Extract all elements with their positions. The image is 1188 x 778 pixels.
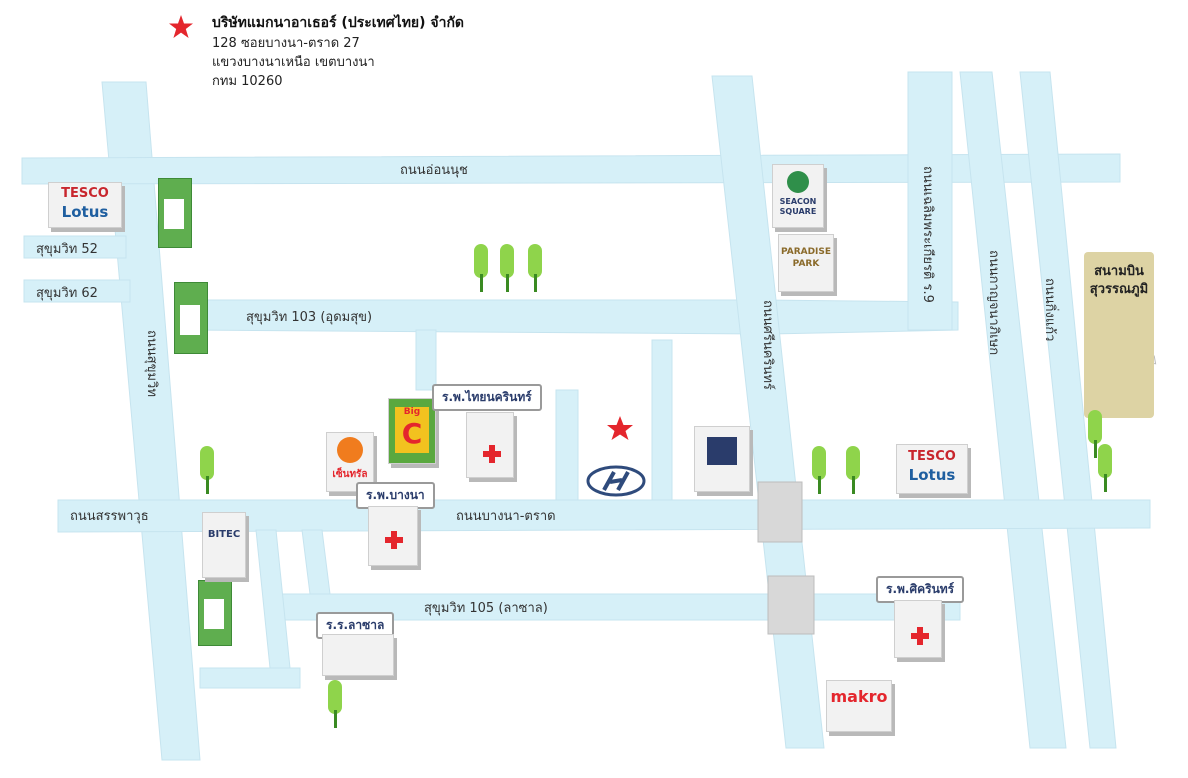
central-building: เซ็นทรัล [326, 432, 374, 492]
road-soi [555, 389, 579, 501]
tree-icon [1098, 444, 1112, 494]
label-chaloem-phrakiat: ถนนเฉลิมพระเกียรติ ร.9 [920, 166, 936, 303]
big-c-letter: C [401, 417, 423, 450]
airport-name-line1: สนามบิน [1094, 264, 1144, 279]
road-connector-south [199, 667, 301, 689]
tree-icon [200, 446, 214, 496]
label-king-kaeo: ถนนกิ่งแก้ว [1042, 278, 1059, 341]
office-building [694, 426, 750, 492]
company-location-star-icon [607, 416, 633, 440]
tesco-logo-text: TESCO [61, 186, 109, 201]
bitec-building: BITEC [202, 512, 246, 578]
red-cross-icon [483, 445, 501, 463]
red-cross-icon [385, 531, 403, 549]
central-text: เซ็นทรัล [332, 469, 368, 480]
label-sukhumvit-52: สุขุมวิท 52 [36, 242, 98, 257]
road-sukhumvit-52 [23, 235, 127, 259]
tree-icon [812, 446, 826, 496]
big-c-brand-text: Big [403, 407, 421, 417]
road-soi [415, 329, 437, 391]
suvarnabhumi-airport: สนามบิน สุวรรณภูมิ [1084, 252, 1154, 418]
address-line-1: 128 ซอยบางนา-ตราด 27 [212, 36, 360, 51]
paradise-text: PARADISE [780, 247, 832, 257]
thainakarin-hospital-building [466, 412, 514, 478]
label-kanchanaphisek: ถนนกาญจนาภิเษก [986, 250, 1001, 355]
tree-icon [528, 244, 542, 294]
label-sanphawut: ถนนสรรพาวุธ [70, 509, 149, 524]
label-sukhumvit-105: สุขุมวิท 105 (ลาซาล) [424, 601, 548, 616]
park-text: PARK [792, 259, 820, 269]
lotus-logo-text: Lotus [61, 203, 109, 221]
bitec-text: BITEC [207, 529, 241, 540]
bts-station-icon [174, 282, 208, 354]
road-chaloem-phrakiat [907, 71, 953, 331]
tree-icon [328, 680, 342, 730]
tesco-lotus-building-west: TESCO Lotus [48, 182, 122, 228]
tree-icon [846, 446, 860, 496]
label-sukhumvit-main: ถนนสุขุมวิท [144, 330, 159, 397]
road-soi [651, 339, 673, 501]
star-icon [169, 15, 193, 38]
company-name: บริษัทแมกนาอาเธอร์ (ประเทศไทย) จำกัด [212, 15, 465, 31]
bangna-hospital-label: ร.พ.บางนา [356, 482, 435, 509]
bts-station-icon [158, 178, 192, 248]
airport-name-line2: สุวรรณภูมิ [1089, 282, 1149, 297]
big-c-building: Big C [388, 398, 436, 464]
label-bangna-trad: ถนนบางนา-ตราด [456, 509, 556, 524]
road-soi [255, 529, 291, 669]
label-on-nut: ถนนอ่อนนุช [400, 163, 468, 178]
makro-building: makro [826, 680, 892, 732]
hyundai-logo-icon [586, 465, 646, 497]
tree-icon [500, 244, 514, 294]
road-sukhumvit-62 [23, 279, 131, 303]
label-sukhumvit-62: สุขุมวิท 62 [36, 286, 98, 301]
sikarin-hospital-label: ร.พ.ศิครินทร์ [876, 576, 965, 603]
lotus-logo-text: Lotus [908, 466, 956, 484]
seacon-text: SEACON [779, 197, 817, 206]
thainakarin-hospital-label: ร.พ.ไทยนครินทร์ [432, 384, 542, 411]
seacon-square-building: SEACON SQUARE [772, 164, 824, 228]
road-soi [301, 529, 331, 595]
label-sukhumvit-103: สุขุมวิท 103 (อุดมสุข) [246, 310, 372, 325]
sikarin-hospital-building [894, 600, 942, 658]
company-logo-icon [707, 437, 737, 465]
bangna-hospital-building [368, 506, 418, 566]
lasalle-school-building [322, 634, 394, 676]
tree-icon [1088, 410, 1102, 460]
paradise-park-building: PARADISE PARK [778, 234, 834, 292]
bts-station-icon [198, 580, 232, 646]
address-line-3: กทม 10260 [212, 74, 283, 89]
central-logo-icon [337, 437, 363, 463]
address-line-2: แขวงบางนาเหนือ เขตบางนา [212, 55, 375, 70]
tree-icon [474, 244, 488, 294]
tesco-logo-text: TESCO [908, 449, 956, 464]
seacon-logo-icon [787, 171, 809, 193]
overpass [757, 481, 803, 543]
red-cross-icon [911, 627, 929, 645]
square-text: SQUARE [779, 207, 817, 216]
makro-text: makro [830, 687, 888, 706]
label-srinakarin: ถนนศรีนครินทร์ [760, 300, 776, 390]
tesco-lotus-building-east: TESCO Lotus [896, 444, 968, 494]
overpass [767, 575, 815, 635]
